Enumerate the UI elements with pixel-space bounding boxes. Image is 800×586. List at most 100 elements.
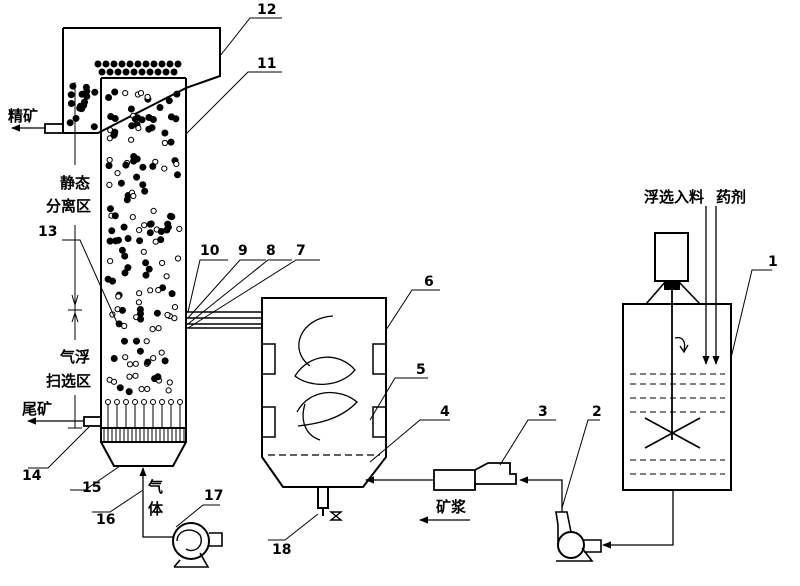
- gas-bubble: [144, 385, 151, 393]
- concentrate-trough: [63, 27, 221, 90]
- mineral-particle: [125, 388, 133, 396]
- tailings-outlet: [83, 416, 102, 427]
- mineral-particle: [170, 68, 178, 76]
- gas-bubble: [150, 207, 157, 214]
- gas-bubble: [165, 387, 172, 394]
- gas-bubble: [132, 360, 139, 367]
- concentrate-outlet: [44, 123, 63, 134]
- mineral-particle: [173, 90, 181, 98]
- mineral-particle: [174, 171, 181, 179]
- static-zone-label-1: 静态: [60, 174, 90, 192]
- mineral-particle: [116, 384, 124, 392]
- leader-lines: [28, 17, 772, 541]
- mineral-particle: [67, 91, 75, 99]
- mineral-particle: [138, 116, 146, 124]
- mineral-particle: [156, 104, 164, 111]
- mineral-particle: [114, 68, 122, 76]
- gas-bubble: [141, 222, 148, 229]
- label-3: 3: [538, 404, 548, 420]
- gas-bubble: [164, 311, 171, 319]
- mineral-particle: [91, 88, 99, 96]
- gas-bubble: [171, 304, 179, 311]
- label-8: 8: [266, 243, 276, 259]
- gas-bubble: [150, 355, 157, 362]
- mineral-particle: [164, 220, 172, 228]
- mineral-particle: [72, 114, 80, 122]
- gas-label-2: 体: [148, 500, 164, 518]
- mineral-particle: [157, 236, 165, 244]
- particles: [66, 60, 183, 396]
- mineral-particle: [102, 60, 110, 68]
- gas-bubble: [144, 93, 151, 101]
- float-zone-label-2: 扫选区: [46, 372, 91, 390]
- gas-bubble: [135, 125, 142, 132]
- gas-bubble: [132, 372, 139, 379]
- mineral-particle: [83, 92, 91, 100]
- label-2: 2: [592, 404, 602, 420]
- label-16: 16: [96, 512, 115, 528]
- feed-arrows: [702, 206, 720, 365]
- static-zone-label-2: 分离区: [46, 197, 91, 215]
- mineral-particle: [154, 68, 162, 76]
- mineral-particle: [111, 212, 119, 220]
- mineral-particle: [98, 68, 106, 76]
- label-15: 15: [82, 480, 101, 496]
- mineral-particle: [133, 337, 140, 345]
- gas-bubble: [174, 255, 182, 262]
- mineral-particle: [149, 162, 157, 170]
- bubble: [159, 399, 165, 405]
- mineral-particle: [142, 271, 150, 279]
- gas-bubble: [122, 90, 129, 97]
- column-body: [100, 78, 187, 440]
- mineral-particle: [137, 315, 145, 323]
- gas-bubble: [138, 386, 145, 393]
- zone-dimensions: [68, 82, 82, 429]
- gas-bubble: [130, 192, 137, 200]
- slurry-lines: [365, 476, 674, 549]
- mineral-particle: [109, 277, 116, 285]
- mineral-particle: [105, 162, 113, 170]
- mineral-particle: [121, 337, 128, 345]
- mineral-particle: [69, 82, 77, 90]
- gas-bubble: [161, 139, 168, 147]
- gas-bubble: [149, 326, 156, 333]
- gas-bubble: [107, 258, 114, 265]
- mineral-particle: [124, 264, 132, 272]
- bubble: [114, 399, 120, 405]
- mineral-particle: [167, 212, 174, 220]
- mineral-particle: [106, 68, 114, 76]
- label-17: 17: [204, 488, 223, 504]
- gas-bubble: [173, 160, 180, 168]
- gas-bubble: [140, 248, 147, 255]
- mineral-particle: [142, 259, 150, 267]
- mineral-particle: [90, 123, 98, 131]
- mineral-particle: [142, 60, 150, 68]
- label-12: 12: [257, 2, 276, 18]
- label-13: 13: [38, 224, 57, 240]
- mineral-particle: [136, 237, 144, 245]
- gas-bubble: [122, 354, 129, 361]
- bubble: [123, 399, 129, 405]
- mineral-particle: [139, 181, 147, 189]
- mineral-particle: [154, 373, 162, 381]
- mineral-particle: [146, 68, 154, 76]
- mineral-particle: [121, 252, 129, 260]
- part-numbers: 12 11 13 14 15 16 17 18 10 9 8 7 6 5 4 3…: [22, 2, 778, 558]
- mineral-particle: [126, 60, 134, 68]
- gas-bubble: [158, 349, 165, 356]
- gas-bubble: [166, 379, 173, 386]
- mineral-particle: [145, 265, 153, 273]
- gas-bubble: [126, 361, 134, 368]
- mineral-particle: [118, 246, 126, 254]
- gas-bubble: [155, 325, 162, 332]
- mineral-particle: [111, 128, 119, 136]
- label-5: 5: [416, 362, 426, 378]
- bubble: [168, 399, 174, 405]
- bubble: [141, 399, 147, 405]
- mineral-particle: [149, 116, 157, 123]
- mineral-particle: [168, 290, 176, 298]
- mineral-particle: [128, 122, 136, 130]
- gas-bubble: [147, 287, 154, 294]
